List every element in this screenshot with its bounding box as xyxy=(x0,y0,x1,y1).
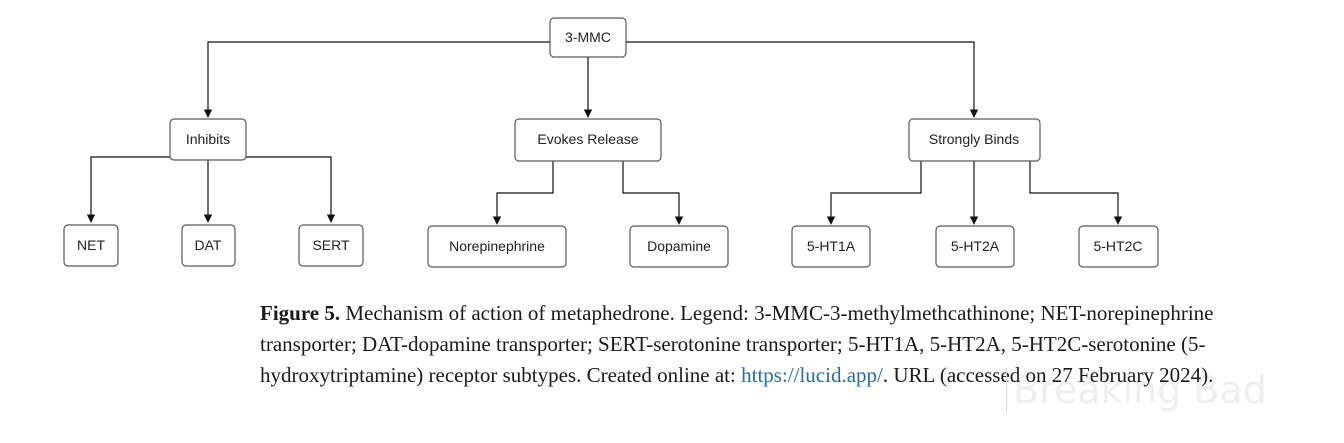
node-label: Strongly Binds xyxy=(929,131,1019,147)
node-5-ht2a: 5-HT2A xyxy=(935,225,1015,268)
flowchart: 3-MMC Inhibits Evokes Release Strongly B… xyxy=(63,17,1159,268)
node-label: Norepinephrine xyxy=(449,238,545,254)
edges xyxy=(86,41,1123,225)
source-link[interactable]: https://lucid.app/ xyxy=(741,363,883,387)
node-label: Evokes Release xyxy=(537,131,638,147)
node-label: DAT xyxy=(195,237,222,253)
node-label: 5-HT2C xyxy=(1093,238,1142,254)
figure-label: Figure 5. xyxy=(260,301,341,325)
figure-caption: Figure 5. Mechanism of action of metaphe… xyxy=(260,298,1310,391)
node-label: NET xyxy=(77,237,105,253)
node-3-mmc: 3-MMC xyxy=(549,17,627,58)
watermark: Breaking Bad xyxy=(1006,368,1343,412)
caption-suffix: . URL (accessed on 27 February 2024). xyxy=(882,363,1214,387)
node-label: 5-HT1A xyxy=(807,238,856,254)
edge-evokes-norepinephrine xyxy=(492,161,554,225)
node-label: 3-MMC xyxy=(565,29,611,45)
node-strongly-binds: Strongly Binds xyxy=(908,118,1041,162)
node-dopamine: Dopamine xyxy=(629,225,729,268)
node-label: SERT xyxy=(312,237,350,253)
edge-inhibits-net xyxy=(86,156,170,223)
node-inhibits: Inhibits xyxy=(169,118,247,161)
edge-root-binds xyxy=(626,41,979,118)
edge-root-inhibits xyxy=(203,41,550,118)
edge-binds-ht1a xyxy=(826,161,922,225)
node-sert: SERT xyxy=(298,224,364,267)
node-evokes-release: Evokes Release xyxy=(514,118,662,162)
node-norepinephrine: Norepinephrine xyxy=(427,225,567,268)
node-label: Inhibits xyxy=(186,131,230,147)
node-5-ht1a: 5-HT1A xyxy=(791,225,871,268)
edge-inhibits-sert xyxy=(246,156,336,223)
caption-text: Mechanism of action of metaphedrone. Leg… xyxy=(260,301,1214,387)
edge-binds-ht2c xyxy=(1029,161,1123,225)
node-net: NET xyxy=(63,224,119,267)
node-dat: DAT xyxy=(181,224,236,267)
node-label: 5-HT2A xyxy=(951,238,1000,254)
node-label: Dopamine xyxy=(647,238,711,254)
node-5-ht2c: 5-HT2C xyxy=(1078,225,1159,268)
edge-evokes-dopamine xyxy=(622,161,684,225)
